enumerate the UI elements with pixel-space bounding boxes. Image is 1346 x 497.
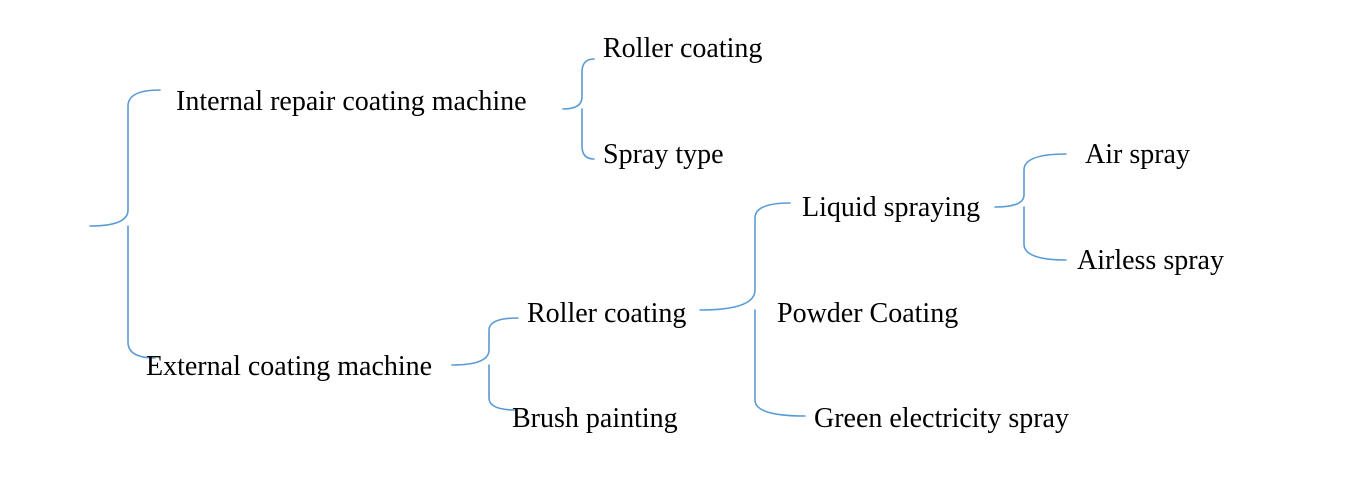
node-powder-coating: Powder Coating xyxy=(777,298,959,329)
external-bracket xyxy=(451,317,519,411)
node-internal-repair-coating-machine: Internal repair coating machine xyxy=(176,86,527,117)
node-external-roller-coating: Roller coating xyxy=(527,298,687,329)
root-bracket xyxy=(89,89,161,359)
node-brush-painting: Brush painting xyxy=(512,403,678,434)
node-external-coating-machine: External coating machine xyxy=(146,351,433,382)
liquid-spraying-bracket xyxy=(994,153,1067,261)
node-air-spray: Air spray xyxy=(1085,139,1190,170)
node-liquid-spraying: Liquid spraying xyxy=(802,192,981,223)
external-roller-bracket xyxy=(699,202,806,417)
node-airless-spray: Airless spray xyxy=(1077,245,1224,276)
node-spray-type: Spray type xyxy=(603,139,724,170)
node-internal-roller-coating: Roller coating xyxy=(603,33,763,64)
internal-repair-bracket xyxy=(562,58,595,160)
node-green-electricity-spray: Green electricity spray xyxy=(814,403,1069,434)
